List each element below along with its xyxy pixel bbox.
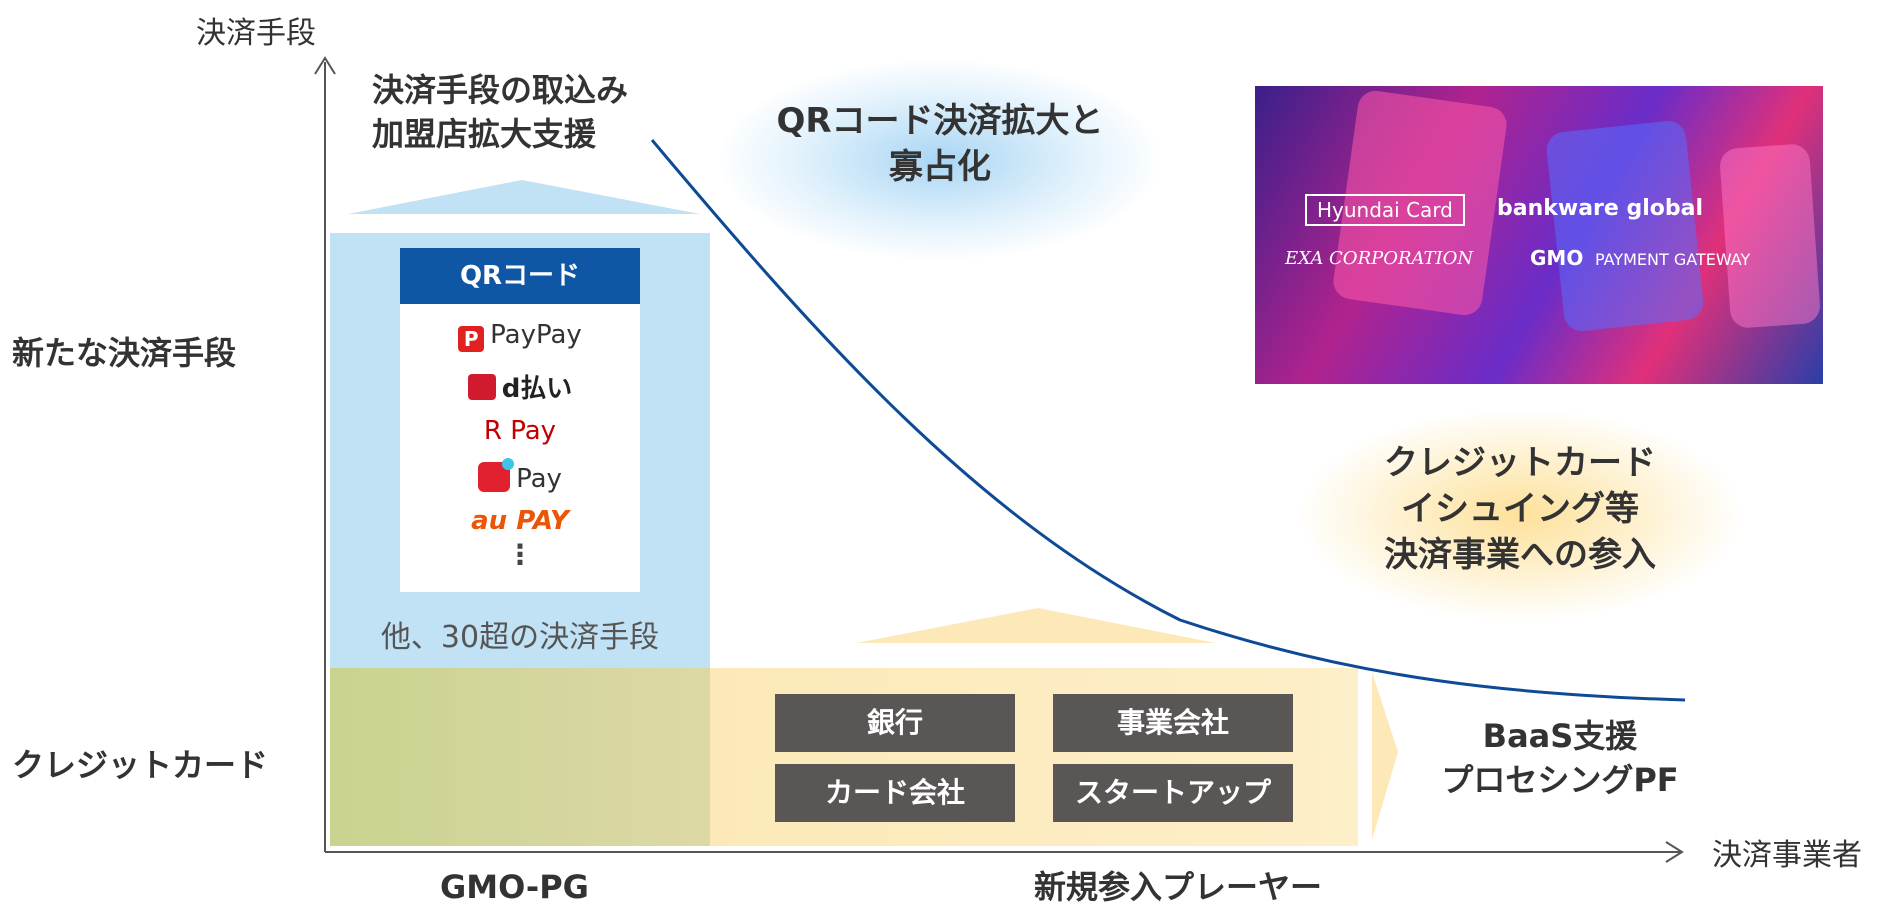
card-shape-2 (1544, 119, 1706, 333)
x-axis-arrowhead (1665, 841, 1684, 863)
y-axis-arrowhead (314, 56, 336, 75)
qr-trend-glow (720, 60, 1160, 260)
yellow-right-arrow (1372, 672, 1398, 840)
player-startup: スタートアップ (1053, 764, 1293, 822)
more-ellipsis: ⋮ (506, 538, 534, 571)
gmo-pg-credit-band (330, 668, 710, 846)
player-company: 事業会社 (1053, 694, 1293, 752)
card-shape-3 (1718, 143, 1822, 329)
x-group-gmo-pg: GMO-PG (440, 868, 589, 906)
x-axis-title: 決済事業者 (1712, 838, 1862, 873)
credit-trend-glow (1300, 410, 1740, 620)
adoption-curve (650, 139, 1686, 702)
player-bank: 銀行 (775, 694, 1015, 752)
qr-trend-text: QRコード決済拡大と 寡占化 (760, 98, 1120, 190)
paypay-icon: P (458, 326, 485, 352)
issuing-partners-image: Hyundai Card bankware global EXA CORPORA… (1255, 86, 1823, 384)
merpay-icon (478, 458, 515, 492)
x-group-new-players: 新規参入プレーヤー (1034, 868, 1323, 906)
y-axis-title: 決済手段 (196, 16, 316, 51)
y-level-credit: クレジットカード (12, 746, 269, 784)
credit-trend-line-1: クレジットカード (1384, 443, 1656, 483)
exa-corporation-logo: EXA CORPORATION (1285, 248, 1474, 269)
baas-line-1: BaaS支援 (1482, 717, 1638, 755)
y-level-new: 新たな決済手段 (12, 334, 237, 372)
qr-trend-line-1: QRコード決済拡大と (776, 101, 1104, 141)
bankware-global-logo: bankware global (1497, 196, 1704, 221)
baas-text: BaaS支援 プロセシングPF (1420, 714, 1700, 802)
d-barai-icon (467, 374, 496, 400)
heading-line-2: 加盟店拡大支援 (372, 115, 597, 153)
merpay-logo: Pay (400, 458, 640, 494)
baas-line-2: プロセシングPF (1441, 761, 1679, 799)
rakuten-pay-logo: R Pay (483, 416, 557, 446)
gmo-logo: GMO (1530, 246, 1584, 270)
credit-trend-line-2: イシュイング等 (1401, 489, 1639, 529)
au-pay-logo: au PAY (471, 506, 569, 536)
qr-trend-line-2: 寡占化 (889, 147, 991, 187)
heading-line-1: 決済手段の取込み (372, 71, 629, 109)
player-card-company: カード会社 (775, 764, 1015, 822)
credit-trend-text: クレジットカード イシュイング等 決済事業への参入 (1340, 440, 1700, 578)
hyundai-card-logo: Hyundai Card (1305, 194, 1465, 226)
qr-card-header: QRコード (400, 248, 640, 304)
d-barai-logo: d払い (400, 368, 640, 405)
top-left-heading: 決済手段の取込み 加盟店拡大支援 (372, 68, 628, 156)
payment-gateway-logo: PAYMENT GATEWAY (1595, 250, 1751, 269)
qr-column-caption: 他、30超の決済手段 (380, 620, 660, 655)
blue-up-triangle (348, 180, 700, 214)
yellow-up-triangle (856, 608, 1216, 643)
credit-trend-line-3: 決済事業への参入 (1384, 535, 1656, 575)
